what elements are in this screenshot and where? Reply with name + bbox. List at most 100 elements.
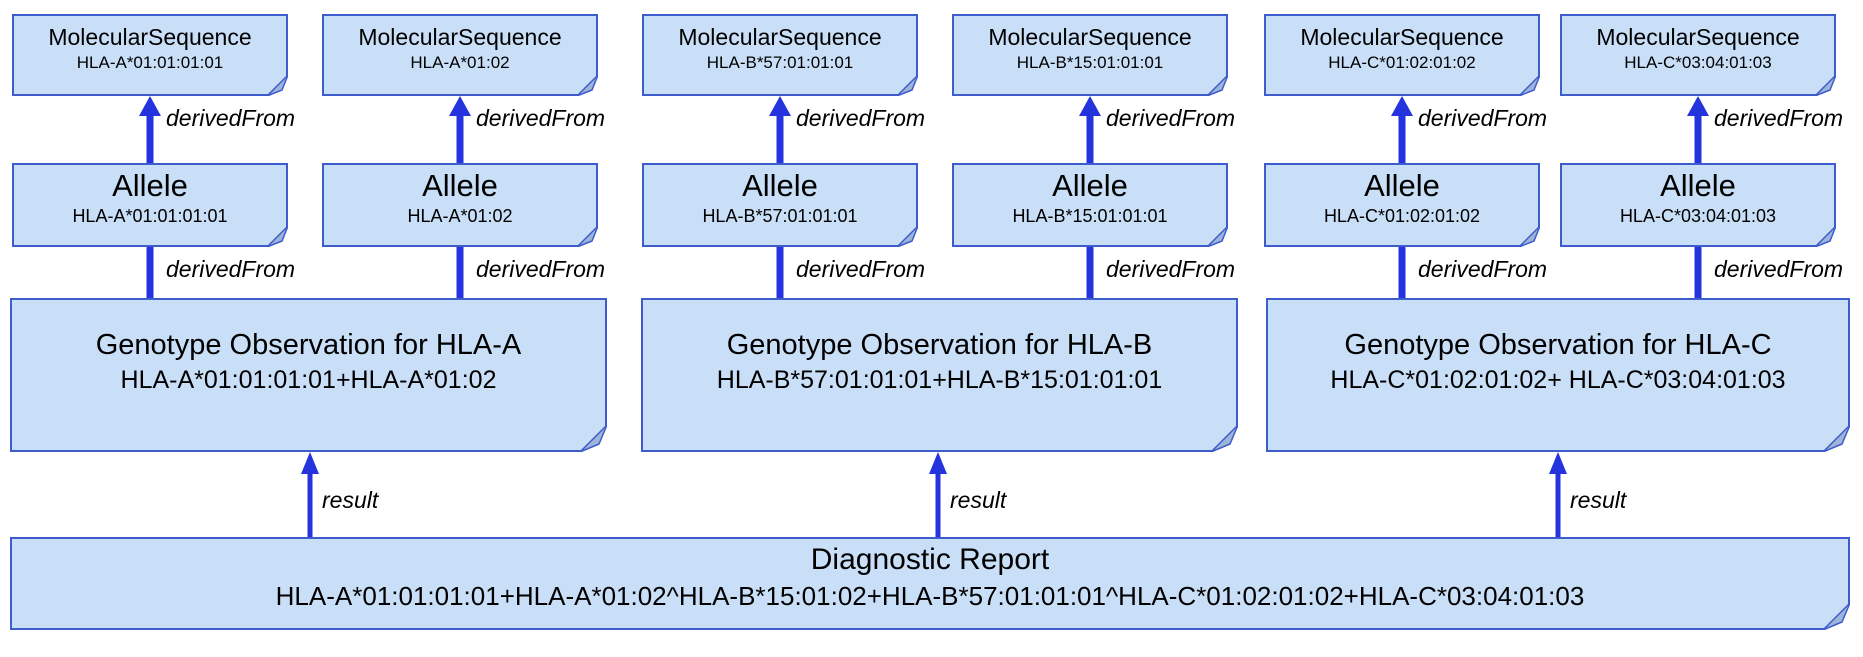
genotype-value: HLA-B*57:01:01:01+HLA-B*15:01:01:01 bbox=[716, 366, 1163, 394]
arrow-shaft bbox=[1086, 112, 1094, 163]
genotype-observation-box-hla-b: Genotype Observation for HLA-B HLA-B*57:… bbox=[641, 298, 1238, 452]
folded-corner-icon bbox=[1206, 74, 1228, 96]
arrow-shaft bbox=[776, 247, 784, 298]
result-label: result bbox=[322, 487, 379, 513]
arrow-up-icon bbox=[769, 96, 791, 116]
allele-value: HLA-B*57:01:01:01 bbox=[702, 206, 858, 226]
arrow-up-icon bbox=[301, 452, 319, 474]
arrow-shaft bbox=[1086, 247, 1094, 298]
genotype-title: Genotype Observation for HLA-B bbox=[726, 329, 1153, 361]
arrow-up-icon bbox=[1391, 96, 1413, 116]
molecular-sequence-value: HLA-A*01:02 bbox=[410, 53, 510, 72]
arrow-shaft bbox=[935, 470, 941, 537]
arrow-up-icon bbox=[139, 96, 161, 116]
molecular-sequence-box-1: MolecularSequence HLA-A*01:01:01:01 bbox=[12, 14, 288, 96]
folded-corner-icon bbox=[266, 74, 288, 96]
arrow-up-icon bbox=[449, 96, 471, 116]
genotype-value: HLA-A*01:01:01:01+HLA-A*01:02 bbox=[120, 366, 497, 394]
derived-from-label: derivedFrom bbox=[476, 105, 606, 131]
allele-value: HLA-B*15:01:01:01 bbox=[1012, 206, 1168, 226]
allele-title: Allele bbox=[1052, 168, 1128, 203]
folded-corner-icon bbox=[1518, 74, 1540, 96]
folded-corner-icon bbox=[896, 225, 918, 247]
genotype-value: HLA-C*01:02:01:02+ HLA-C*03:04:01:03 bbox=[1330, 366, 1786, 394]
allele-value: HLA-A*01:01:01:01 bbox=[72, 206, 228, 226]
arrow-up-icon bbox=[1549, 452, 1567, 474]
derived-from-label: derivedFrom bbox=[166, 256, 296, 282]
allele-title: Allele bbox=[112, 168, 188, 203]
folded-corner-icon bbox=[1814, 225, 1836, 247]
molecular-sequence-box-2: MolecularSequence HLA-A*01:02 bbox=[322, 14, 598, 96]
derived-from-label: derivedFrom bbox=[1106, 105, 1236, 131]
molecular-sequence-title: MolecularSequence bbox=[1596, 24, 1800, 50]
diagnostic-report-title: Diagnostic Report bbox=[810, 543, 1050, 576]
arrow-shaft bbox=[1398, 112, 1406, 163]
molecular-sequence-title: MolecularSequence bbox=[358, 24, 562, 50]
allele-value: HLA-C*03:04:01:03 bbox=[1619, 206, 1777, 226]
derived-from-label: derivedFrom bbox=[1714, 256, 1844, 282]
arrow-shaft bbox=[456, 247, 464, 298]
result-label: result bbox=[1570, 487, 1627, 513]
molecular-sequence-box-3: MolecularSequence HLA-B*57:01:01:01 bbox=[642, 14, 918, 96]
allele-title: Allele bbox=[1364, 168, 1440, 203]
molecular-sequence-title: MolecularSequence bbox=[48, 24, 252, 50]
derived-from-label: derivedFrom bbox=[166, 105, 296, 131]
folded-corner-icon bbox=[1518, 225, 1540, 247]
arrow-shaft bbox=[1398, 247, 1406, 298]
result-label: result bbox=[950, 487, 1007, 513]
allele-box-5: Allele HLA-C*01:02:01:02 bbox=[1264, 163, 1540, 247]
molecular-sequence-value: HLA-B*57:01:01:01 bbox=[706, 53, 854, 72]
folded-corner-icon bbox=[266, 225, 288, 247]
molecular-sequence-value: HLA-A*01:01:01:01 bbox=[76, 53, 224, 72]
genotype-title: Genotype Observation for HLA-C bbox=[1344, 329, 1772, 361]
arrow-shaft bbox=[146, 247, 154, 298]
derived-from-label: derivedFrom bbox=[1418, 105, 1548, 131]
folded-corner-icon bbox=[1210, 424, 1238, 452]
diagnostic-report-value: HLA-A*01:01:01:01+HLA-A*01:02^HLA-B*15:0… bbox=[275, 581, 1585, 611]
arrow-shaft bbox=[307, 470, 313, 537]
allele-title: Allele bbox=[1660, 168, 1736, 203]
allele-title: Allele bbox=[422, 168, 498, 203]
arrow-shaft bbox=[1555, 470, 1561, 537]
genotype-observation-box-hla-a: Genotype Observation for HLA-A HLA-A*01:… bbox=[10, 298, 607, 452]
molecular-sequence-value: HLA-C*03:04:01:03 bbox=[1624, 53, 1772, 72]
arrow-up-icon bbox=[1079, 96, 1101, 116]
genotype-observation-box-hla-c: Genotype Observation for HLA-C HLA-C*01:… bbox=[1266, 298, 1850, 452]
molecular-sequence-box-5: MolecularSequence HLA-C*01:02:01:02 bbox=[1264, 14, 1540, 96]
molecular-sequence-box-4: MolecularSequence HLA-B*15:01:01:01 bbox=[952, 14, 1228, 96]
allele-box-1: Allele HLA-A*01:01:01:01 bbox=[12, 163, 288, 247]
derived-from-label: derivedFrom bbox=[796, 105, 926, 131]
folded-corner-icon bbox=[576, 225, 598, 247]
arrow-shaft bbox=[1694, 112, 1702, 163]
folded-corner-icon bbox=[579, 424, 607, 452]
molecular-sequence-value: HLA-C*01:02:01:02 bbox=[1328, 53, 1476, 72]
allele-value: HLA-A*01:02 bbox=[407, 206, 513, 226]
derived-from-label: derivedFrom bbox=[1714, 105, 1844, 131]
derived-from-label: derivedFrom bbox=[1106, 256, 1236, 282]
arrow-up-icon bbox=[1687, 96, 1709, 116]
allele-value: HLA-C*01:02:01:02 bbox=[1323, 206, 1481, 226]
allele-box-3: Allele HLA-B*57:01:01:01 bbox=[642, 163, 918, 247]
folded-corner-icon bbox=[576, 74, 598, 96]
arrow-shaft bbox=[146, 112, 154, 163]
folded-corner-icon bbox=[1814, 74, 1836, 96]
arrow-shaft bbox=[776, 112, 784, 163]
arrow-shaft bbox=[1694, 247, 1702, 298]
folded-corner-icon bbox=[1822, 602, 1850, 630]
molecular-sequence-title: MolecularSequence bbox=[678, 24, 882, 50]
derived-from-label: derivedFrom bbox=[1418, 256, 1548, 282]
arrow-up-icon bbox=[929, 452, 947, 474]
derived-from-label: derivedFrom bbox=[476, 256, 606, 282]
derived-from-label: derivedFrom bbox=[796, 256, 926, 282]
folded-corner-icon bbox=[896, 74, 918, 96]
allele-box-6: Allele HLA-C*03:04:01:03 bbox=[1560, 163, 1836, 247]
allele-title: Allele bbox=[742, 168, 818, 203]
molecular-sequence-title: MolecularSequence bbox=[1300, 24, 1504, 50]
genotype-title: Genotype Observation for HLA-A bbox=[95, 329, 522, 361]
molecular-sequence-value: HLA-B*15:01:01:01 bbox=[1016, 53, 1164, 72]
allele-box-2: Allele HLA-A*01:02 bbox=[322, 163, 598, 247]
arrow-shaft bbox=[456, 112, 464, 163]
diagnostic-report-box: Diagnostic Report HLA-A*01:01:01:01+HLA-… bbox=[10, 537, 1850, 630]
folded-corner-icon bbox=[1822, 424, 1850, 452]
